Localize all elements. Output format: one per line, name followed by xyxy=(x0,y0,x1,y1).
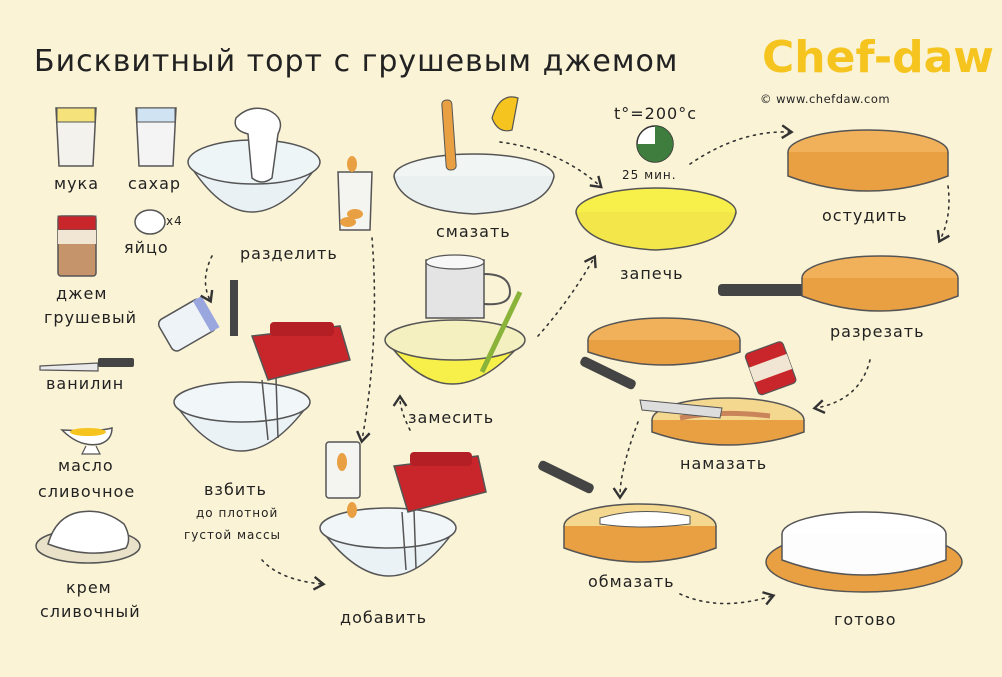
step-whip-note-1: до плотной xyxy=(196,506,279,520)
step-whip-label: взбить xyxy=(204,480,267,499)
finished-cake-icon xyxy=(765,511,963,593)
flow-arrows xyxy=(200,124,950,606)
step-bake-label: запечь xyxy=(620,264,684,283)
cool-cake-icon xyxy=(787,129,949,192)
ingredient-jam-label-1: джем xyxy=(56,284,108,303)
cream-plate-icon xyxy=(35,510,141,564)
egg-icon xyxy=(134,209,166,235)
knead-bowl-icon xyxy=(384,254,526,385)
ingredient-cream-label-1: крем xyxy=(66,578,112,597)
oven-timer-icon xyxy=(636,125,674,163)
step-coat-label: обмазать xyxy=(588,572,675,591)
coat-cake-icon xyxy=(538,460,717,563)
egg-count-label: x4 xyxy=(166,214,183,228)
step-add-label: добавить xyxy=(340,608,428,627)
ingredient-vanilla-label: ванилин xyxy=(46,374,125,393)
oven-temperature-label: t°=200°c xyxy=(614,104,698,123)
ingredient-egg-label: яйцо xyxy=(124,238,169,257)
step-whip-note-2: густой массы xyxy=(184,528,282,542)
flour-glass-icon xyxy=(55,107,97,167)
page-title: Бисквитный торт с грушевым джемом xyxy=(34,44,679,79)
ingredient-butter-label-1: масло xyxy=(58,456,114,475)
ingredient-flour-label: мука xyxy=(54,174,100,193)
jam-jar-icon xyxy=(57,215,97,277)
add-bowl-icon xyxy=(319,441,487,577)
step-spread-label: намазать xyxy=(680,454,768,473)
bake-dish-icon xyxy=(575,187,737,251)
step-done-label: готово xyxy=(834,610,897,629)
separate-bowl-icon xyxy=(187,107,321,213)
whip-bowl-icon xyxy=(157,280,351,452)
step-grease-label: смазать xyxy=(436,222,511,241)
grease-dish-icon xyxy=(393,96,555,215)
butter-gravy-boat-icon xyxy=(60,427,113,455)
brand-site-link[interactable]: © www.chefdaw.com xyxy=(760,92,891,106)
ingredient-butter-label-2: сливочное xyxy=(38,482,136,501)
step-separate-label: разделить xyxy=(240,244,338,263)
cake-layer-icon xyxy=(587,317,741,366)
oven-time-label: 25 мин. xyxy=(622,168,677,182)
ingredient-cream-label-2: сливочный xyxy=(40,602,141,621)
step-cut-label: разрезать xyxy=(830,322,925,341)
knife-icon xyxy=(39,358,134,372)
sugar-glass-icon xyxy=(135,107,177,167)
step-knead-label: замесить xyxy=(408,408,495,427)
ingredient-jam-label-2: грушевый xyxy=(44,308,137,327)
brand-logo: Chef-daw xyxy=(762,32,994,83)
step-cool-label: остудить xyxy=(822,206,908,225)
yolk-glass-icon xyxy=(337,156,373,231)
ingredient-sugar-label: сахар xyxy=(128,174,182,193)
spread-cake-icon xyxy=(580,341,805,446)
cut-pan-icon xyxy=(718,255,959,312)
